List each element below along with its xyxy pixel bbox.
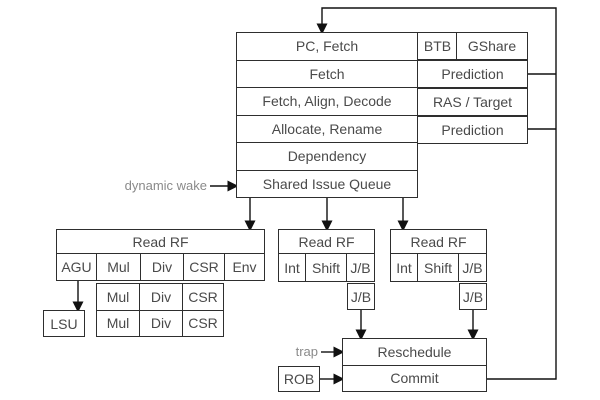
mem-read-rf-header: Read RF: [132, 233, 189, 250]
mem-row-1: AGU Mul Div CSR Env: [57, 253, 264, 280]
cell-div: Div: [139, 284, 182, 310]
cell-shift: Shift: [417, 254, 458, 281]
cell-shift: Shift: [305, 254, 346, 281]
cell-agu: AGU: [61, 259, 92, 275]
pipeline-stage-stack: PC, Fetch Fetch Fetch, Align, Decode All…: [236, 32, 418, 198]
mem-cluster-lower-rows: Mul Div CSR Mul Div CSR: [96, 283, 224, 337]
cell-mul: Mul: [106, 315, 130, 332]
cell-int: Int: [284, 259, 300, 276]
cell-div: Div: [140, 254, 183, 280]
stage-shared-issue-queue: Shared Issue Queue: [237, 169, 417, 198]
stage-pc-fetch: PC, Fetch: [295, 38, 359, 55]
cell-csr: CSR: [183, 254, 224, 280]
dynamic-wake-label: dynamic wake: [124, 178, 207, 193]
int2-row-1: Int Shift J/B: [391, 253, 486, 281]
gshare-box: GShare: [456, 32, 528, 60]
int2-read-rf-header: Read RF: [410, 233, 467, 250]
trap-label: trap: [295, 344, 318, 359]
stage-fetch-align-decode: Fetch, Align, Decode: [237, 87, 417, 115]
mem-row-3: Mul Div CSR: [97, 309, 223, 336]
cell-mul: Mul: [106, 288, 130, 305]
btb-box: BTB: [417, 32, 458, 60]
cell-env: Env: [224, 254, 264, 280]
mem-row-2: Mul Div CSR: [97, 284, 223, 310]
int1-jb2-box: J/B: [347, 283, 375, 310]
cell-csr: CSR: [182, 310, 223, 336]
lsu-box: LSU: [43, 310, 85, 337]
rob-box: ROB: [278, 366, 320, 392]
mem-cluster: Read RF AGU Mul Div CSR Env: [56, 229, 265, 281]
cell-jb: J/B: [458, 254, 486, 281]
cell-jb: J/B: [346, 254, 374, 281]
cell-div: Div: [139, 310, 182, 336]
stage-dependency: Dependency: [237, 142, 417, 170]
stage-fetch: Fetch: [237, 59, 417, 88]
int-cluster-2: Read RF Int Shift J/B: [390, 229, 487, 282]
reschedule-box: Reschedule: [377, 343, 452, 360]
prediction-fetch-box: Prediction: [417, 60, 528, 88]
commit-box: Commit: [343, 364, 486, 392]
int2-jb2-box: J/B: [459, 283, 487, 310]
cell-mul: Mul: [96, 254, 140, 280]
int-cluster-1: Read RF Int Shift J/B: [278, 229, 375, 282]
cell-int: Int: [396, 259, 412, 276]
int1-row-1: Int Shift J/B: [279, 253, 374, 281]
ras-target-box: RAS / Target: [417, 88, 528, 116]
prediction-rename-box: Prediction: [417, 116, 528, 144]
cell-csr: CSR: [182, 284, 223, 310]
int1-read-rf-header: Read RF: [298, 233, 355, 250]
stage-allocate-rename: Allocate, Rename: [237, 114, 417, 143]
retire-stack: Reschedule Commit: [342, 338, 487, 392]
